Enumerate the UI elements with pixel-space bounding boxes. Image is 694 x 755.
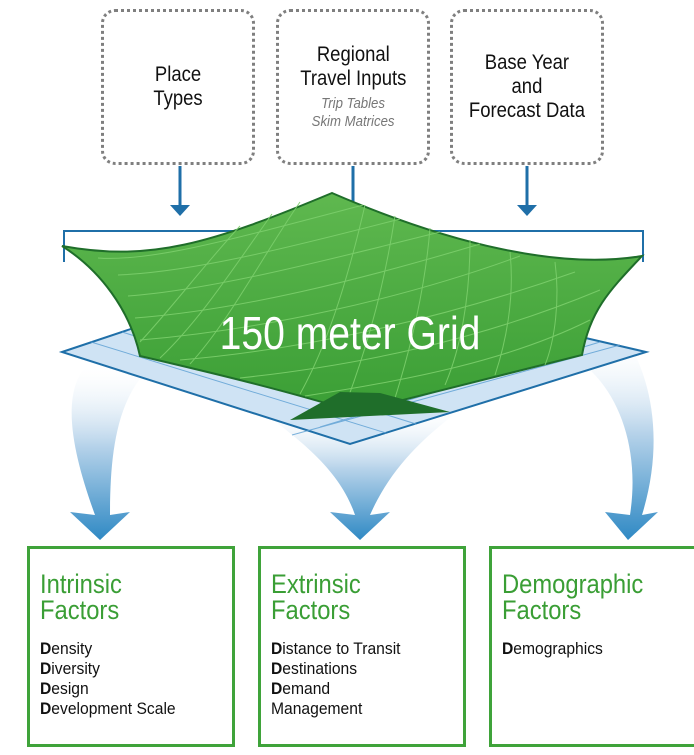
factor-item: Demand Management [271, 679, 363, 718]
factor-items: Density Diversity Design Development Sca… [40, 639, 232, 719]
factor-items: Demographics [502, 639, 694, 659]
intrinsic-factors-box: Intrinsic Factors Density Diversity Desi… [27, 546, 235, 747]
factor-item: Destinations [271, 659, 358, 678]
factor-title: Demographic Factors [502, 569, 644, 625]
factor-title: Intrinsic Factors [40, 569, 122, 625]
regional-travel-inputs-box: Regional Travel Inputs Trip Tables Skim … [276, 9, 430, 165]
grid-peak [290, 392, 450, 420]
flow-arrow-left [70, 368, 150, 540]
regional-travel-inputs-title: Regional Travel Inputs [299, 43, 407, 90]
place-types-box: Place Types [101, 9, 255, 165]
flow-arrow-center [260, 410, 460, 540]
factor-item: Distance to Transit [271, 639, 401, 658]
demographic-factors-box: Demographic Factors Demographics [489, 546, 694, 747]
regional-travel-inputs-subtitle: Trip Tables Skim Matrices [311, 95, 395, 130]
factor-item: Diversity [40, 659, 100, 678]
flow-arrows [70, 345, 658, 540]
green-grid-surface [61, 191, 645, 420]
grid-label: 150 meter Grid [219, 307, 481, 359]
factor-title: Extrinsic Factors [271, 569, 361, 625]
factor-item: Design [40, 679, 89, 698]
factor-item: Development Scale [40, 699, 176, 718]
factor-items: Distance to Transit Destinations Demand … [271, 639, 463, 719]
factor-item: Density [40, 639, 93, 658]
flow-arrow-right [578, 345, 658, 540]
extrinsic-factors-box: Extrinsic Factors Distance to Transit De… [258, 546, 466, 747]
place-types-title: Place Types [153, 63, 203, 110]
factor-item: Demographics [502, 639, 603, 658]
base-year-forecast-box: Base Year and Forecast Data [450, 9, 604, 165]
base-year-forecast-title: Base Year and Forecast Data [468, 51, 586, 122]
